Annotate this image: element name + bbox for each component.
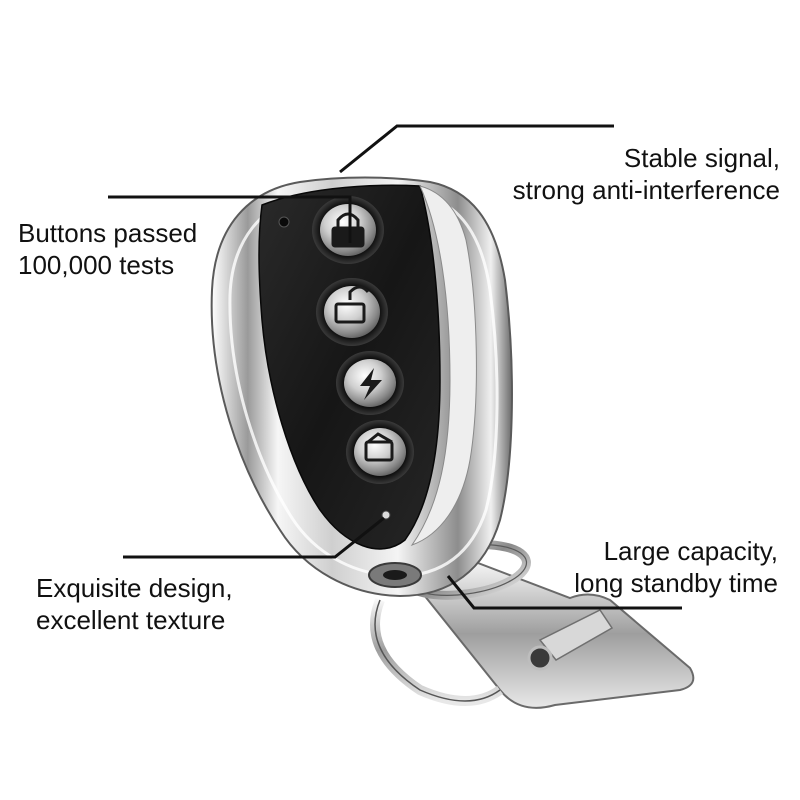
callout-line-buttons	[108, 195, 352, 243]
remote-button-bolt	[336, 351, 404, 415]
led-indicator-icon	[278, 216, 290, 228]
remote-button-lock	[312, 196, 384, 264]
callout-signal: Stable signal, strong anti-interference	[470, 142, 780, 206]
callout-line-capacity	[446, 575, 682, 610]
callout-capacity-line1: Large capacity,	[603, 536, 778, 566]
callout-design-line2: excellent texture	[36, 605, 226, 635]
callout-line-design	[123, 516, 385, 559]
callout-lines	[108, 124, 682, 610]
bolt-icon	[360, 368, 382, 400]
remote-button-trunk	[346, 420, 414, 484]
callout-capacity-line2: long standby time	[574, 568, 778, 598]
callout-design-line1: Exquisite design,	[36, 573, 233, 603]
led-indicator-icon	[381, 510, 391, 520]
callout-signal-line2: strong anti-interference	[512, 175, 780, 205]
callout-buttons-line1: Buttons passed	[18, 218, 198, 248]
keychain-clasp	[370, 558, 695, 709]
callout-buttons: Buttons passed 100,000 tests	[18, 217, 197, 281]
lock-icon	[331, 212, 365, 248]
callout-design: Exquisite design, excellent texture	[36, 572, 233, 636]
callout-line-signal	[339, 124, 614, 174]
callout-capacity: Large capacity, long standby time	[520, 535, 778, 599]
trunk-icon	[364, 432, 394, 462]
unlock-icon	[334, 285, 370, 324]
callout-signal-line1: Stable signal,	[623, 143, 780, 173]
remote-button-unlock	[316, 278, 388, 346]
callout-buttons-line2: 100,000 tests	[18, 250, 175, 280]
